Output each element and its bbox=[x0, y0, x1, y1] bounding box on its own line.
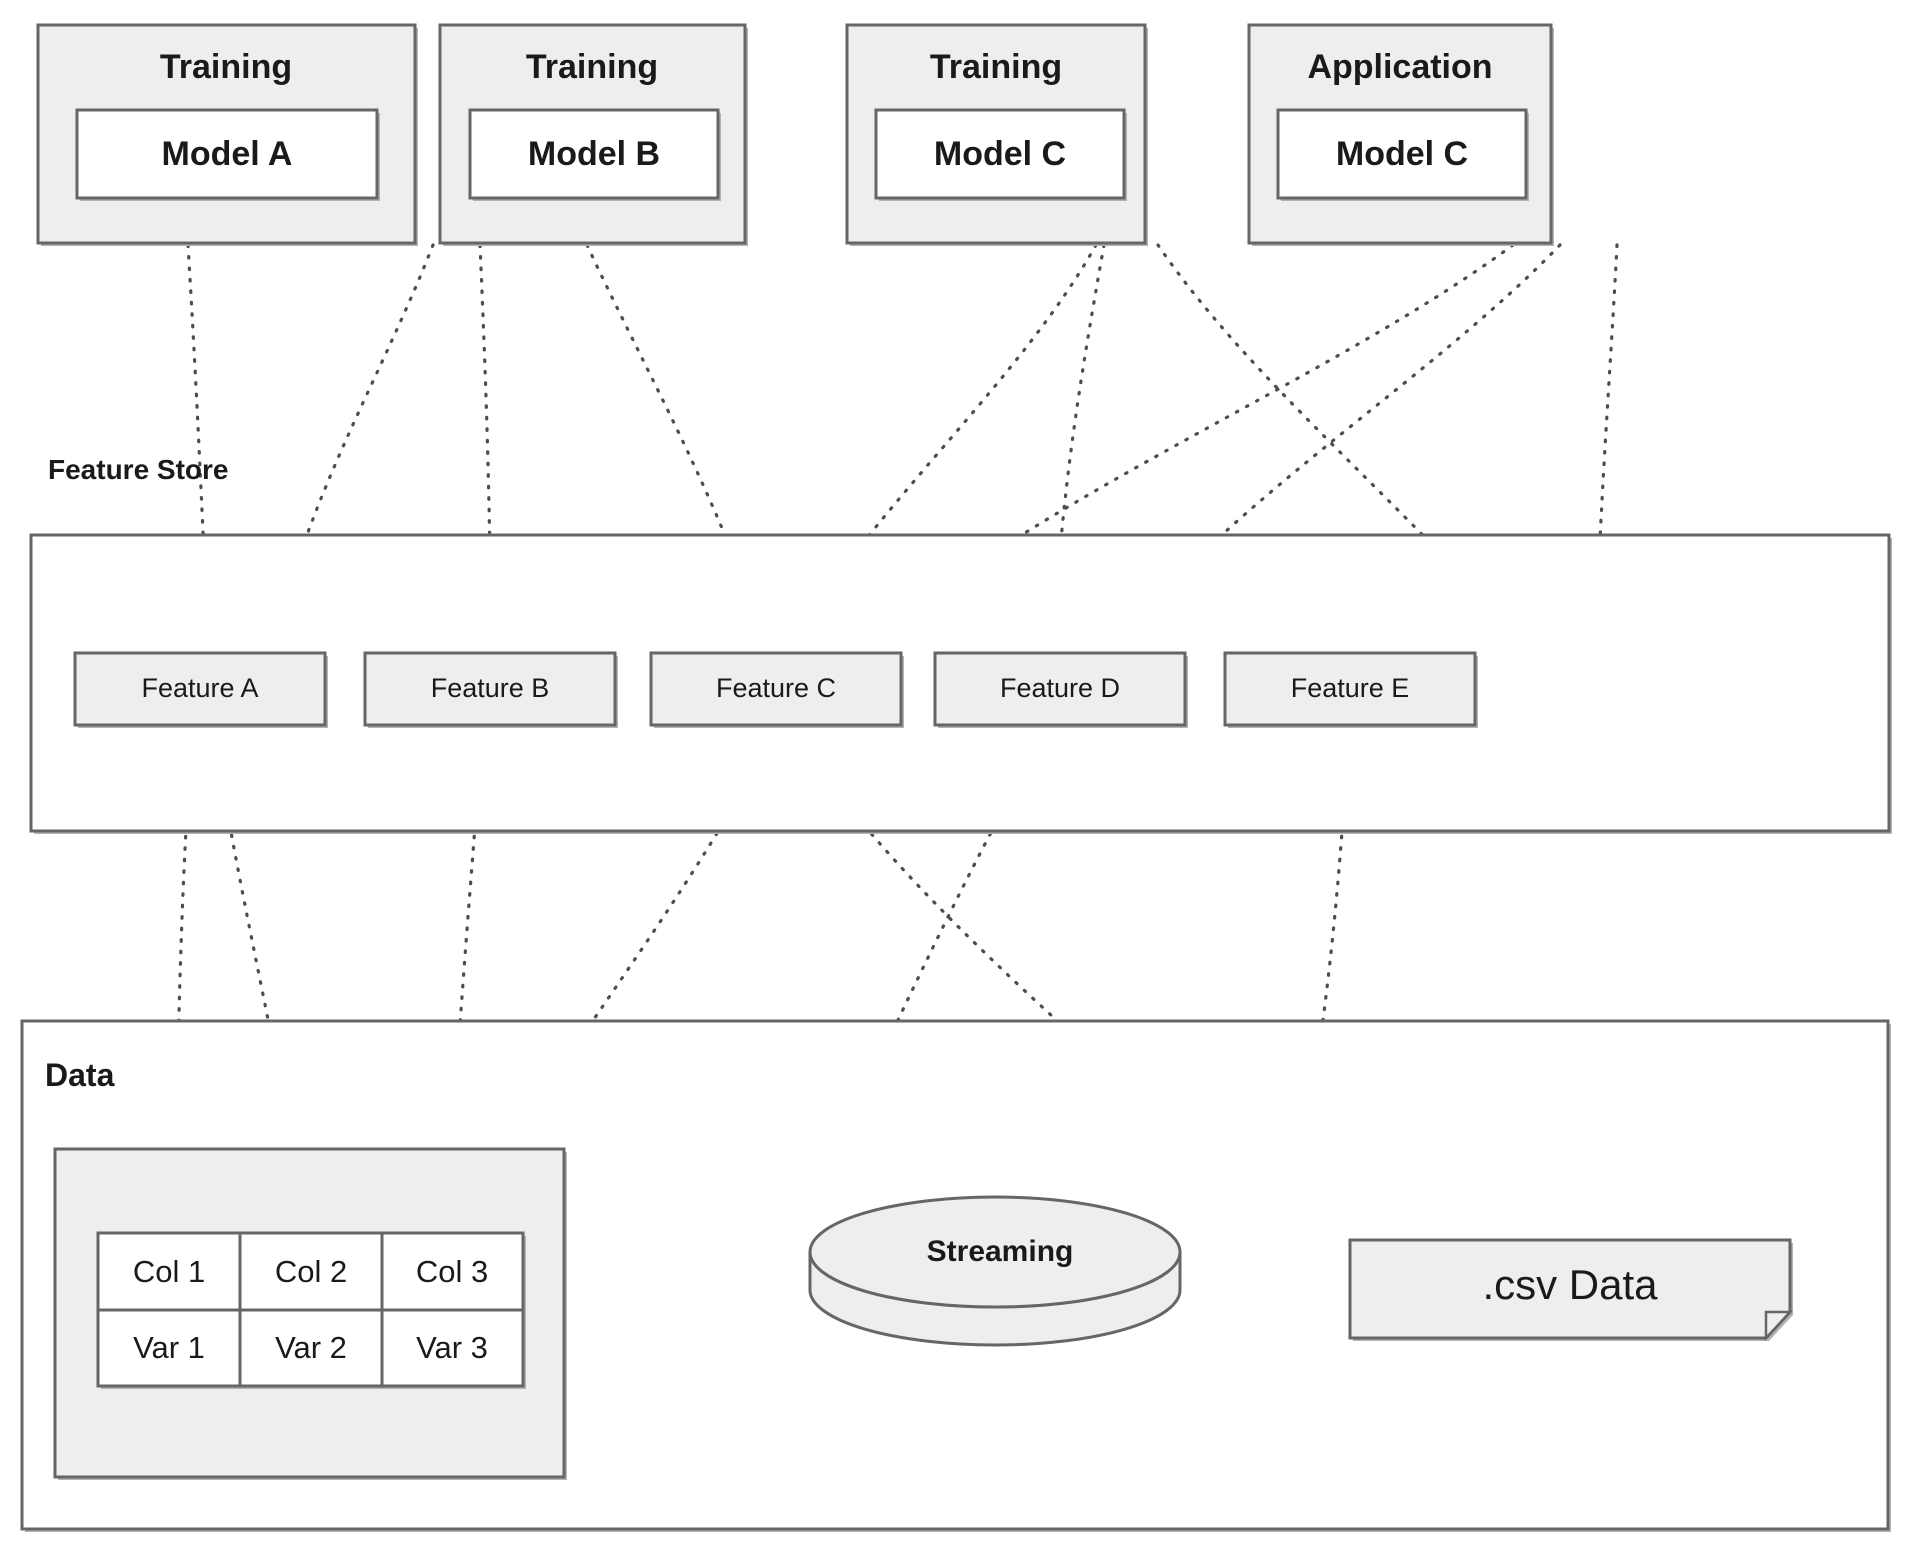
application-node-model: Model C bbox=[1336, 135, 1468, 173]
edge-model-b-to-feature-c bbox=[585, 243, 772, 651]
training-node-1-header: Training bbox=[160, 48, 292, 86]
edge-model-a-to-feature-a bbox=[186, 243, 222, 651]
training-node-2-header: Training bbox=[526, 48, 658, 86]
table-header-cell-1: Col 1 bbox=[133, 1254, 205, 1289]
table-header-row: Col 1 Col 2 Col 3 bbox=[96, 1231, 526, 1314]
feature-a-label: Feature A bbox=[141, 673, 258, 703]
csv-data-node[interactable]: .csv Data bbox=[1348, 1238, 1793, 1342]
table-cell-3: Var 3 bbox=[416, 1330, 488, 1365]
training-node-3-model: Model C bbox=[934, 135, 1066, 173]
feature-b-label: Feature B bbox=[431, 673, 550, 703]
edge-model-b-to-feature-b bbox=[476, 243, 506, 651]
table-cell-2: Var 2 bbox=[275, 1330, 347, 1365]
edge-model-c-application-to-feature-e bbox=[1582, 243, 1619, 651]
table-row: Var 1 Var 2 Var 3 bbox=[96, 1308, 526, 1389]
feature-e-label: Feature E bbox=[1291, 673, 1410, 703]
feature-d-label: Feature D bbox=[1000, 673, 1120, 703]
feature-a-node[interactable]: Feature A bbox=[73, 651, 328, 728]
feature-store-label: Feature Store bbox=[48, 454, 229, 485]
csv-data-label: .csv Data bbox=[1482, 1261, 1658, 1308]
data-panel-label: Data bbox=[45, 1057, 115, 1093]
table-cell-1: Var 1 bbox=[133, 1330, 205, 1365]
streaming-cylinder-top bbox=[808, 1195, 1182, 1309]
edge-model-c-training-to-feature-e bbox=[1156, 243, 1529, 650]
training-node-1-model: Model A bbox=[162, 135, 293, 173]
feature-store-panel: Feature Store bbox=[29, 454, 1892, 834]
table-header-cell-3: Col 3 bbox=[416, 1254, 488, 1289]
training-node-2-model: Model B bbox=[528, 135, 660, 173]
csv-data-fold-icon bbox=[1764, 1310, 1793, 1342]
application-node[interactable]: Application Model C bbox=[1247, 23, 1554, 246]
application-node-header: Application bbox=[1307, 48, 1492, 86]
streaming-label: Streaming bbox=[927, 1235, 1074, 1268]
feature-c-node[interactable]: Feature C bbox=[649, 651, 904, 728]
feature-b-node[interactable]: Feature B bbox=[363, 651, 618, 728]
feature-d-node[interactable]: Feature D bbox=[933, 651, 1188, 728]
training-node-2[interactable]: Training Model B bbox=[438, 23, 748, 246]
training-node-3[interactable]: Training Model C bbox=[845, 23, 1148, 246]
feature-c-label: Feature C bbox=[716, 673, 836, 703]
feature-e-node[interactable]: Feature E bbox=[1223, 651, 1478, 728]
table-header-cell-2: Col 2 bbox=[275, 1254, 347, 1289]
training-node-3-header: Training bbox=[930, 48, 1062, 86]
training-node-1[interactable]: Training Model A bbox=[36, 23, 418, 246]
streaming-node[interactable]: Streaming bbox=[808, 1195, 1182, 1347]
